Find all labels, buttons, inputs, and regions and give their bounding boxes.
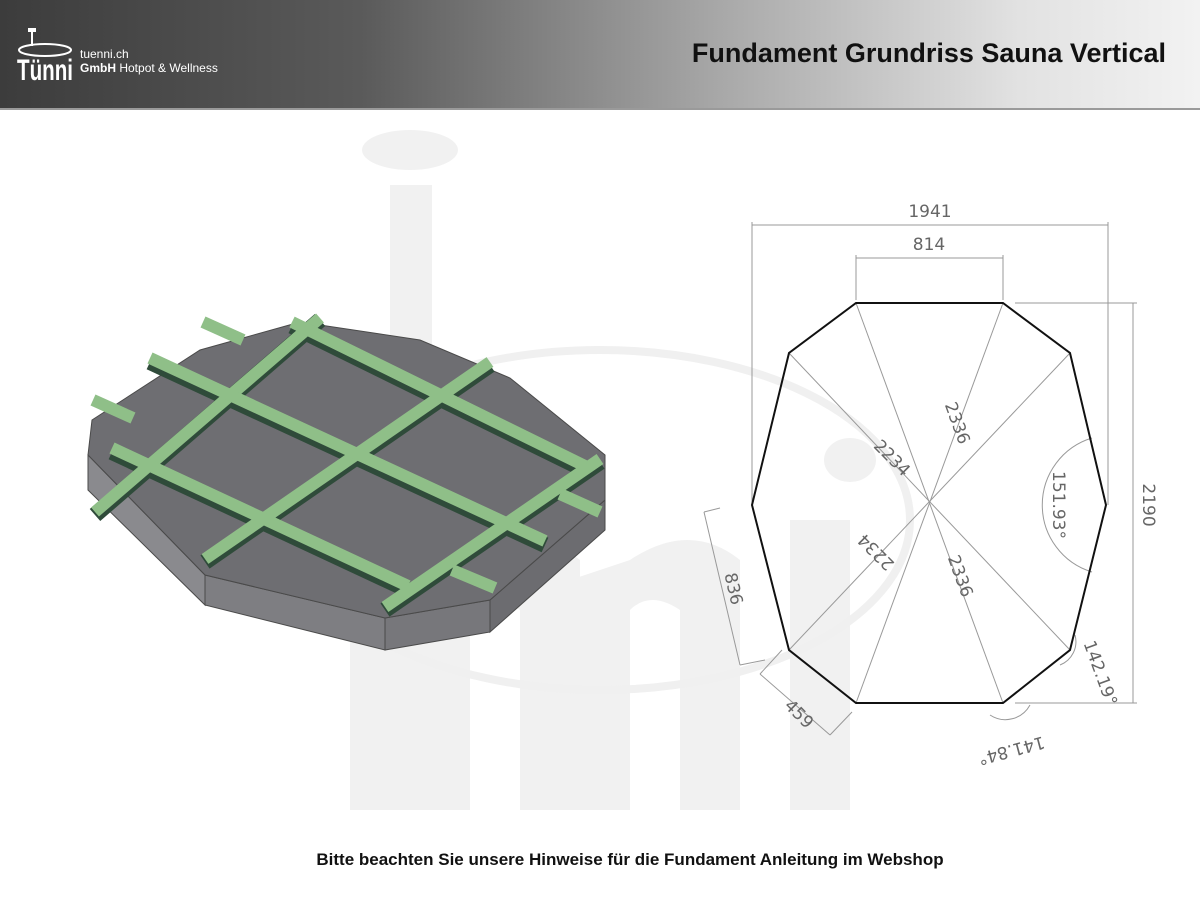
cross-beam <box>381 454 604 612</box>
long-beam <box>289 316 588 472</box>
logo-domain: tuenni.ch <box>80 47 129 61</box>
logo-company: Hotpot & Wellness <box>119 61 218 75</box>
timber-beams <box>89 313 605 617</box>
dim-angle-lower-right: 142.19° <box>1079 638 1121 709</box>
logo-company-bold: GmbH <box>80 61 116 75</box>
foundation-outline <box>750 302 1108 704</box>
long-beam <box>147 352 548 547</box>
dim-overall-width: 1941 <box>908 202 951 222</box>
page-title: Fundament Grundriss Sauna Vertical <box>691 38 1166 68</box>
svg-text:Tünni: Tünni <box>17 54 73 87</box>
short-beam <box>557 488 603 518</box>
short-beam <box>449 564 498 594</box>
dim-diagonal-a2: 2336 <box>943 553 977 600</box>
short-beam <box>90 394 136 424</box>
dim-angle-bottom: 141.84° <box>976 731 1047 768</box>
logo-text: tuenni.ch GmbH Hotpot & Wellness <box>80 47 218 75</box>
long-beam <box>109 442 411 592</box>
dim-top-edge: 814 <box>913 235 945 255</box>
short-beam <box>200 316 246 346</box>
dim-overall-height: 2190 <box>1138 483 1158 526</box>
dim-diagonal-a1: 2336 <box>940 400 974 447</box>
footer-note: Bitte beachten Sie unsere Hinweise für d… <box>316 850 944 869</box>
dim-angle-right: 151.93° <box>1048 471 1068 539</box>
header-bar: Tünni tuenni.ch GmbH Hotpot & Wellness F… <box>0 0 1200 110</box>
dim-side-short: 459 <box>780 696 817 733</box>
dim-side-long: 836 <box>719 571 746 607</box>
dim-diagonal-b2: 2234 <box>854 529 899 574</box>
tunni-logo: Tünni <box>17 28 73 87</box>
cross-beam <box>91 313 324 517</box>
